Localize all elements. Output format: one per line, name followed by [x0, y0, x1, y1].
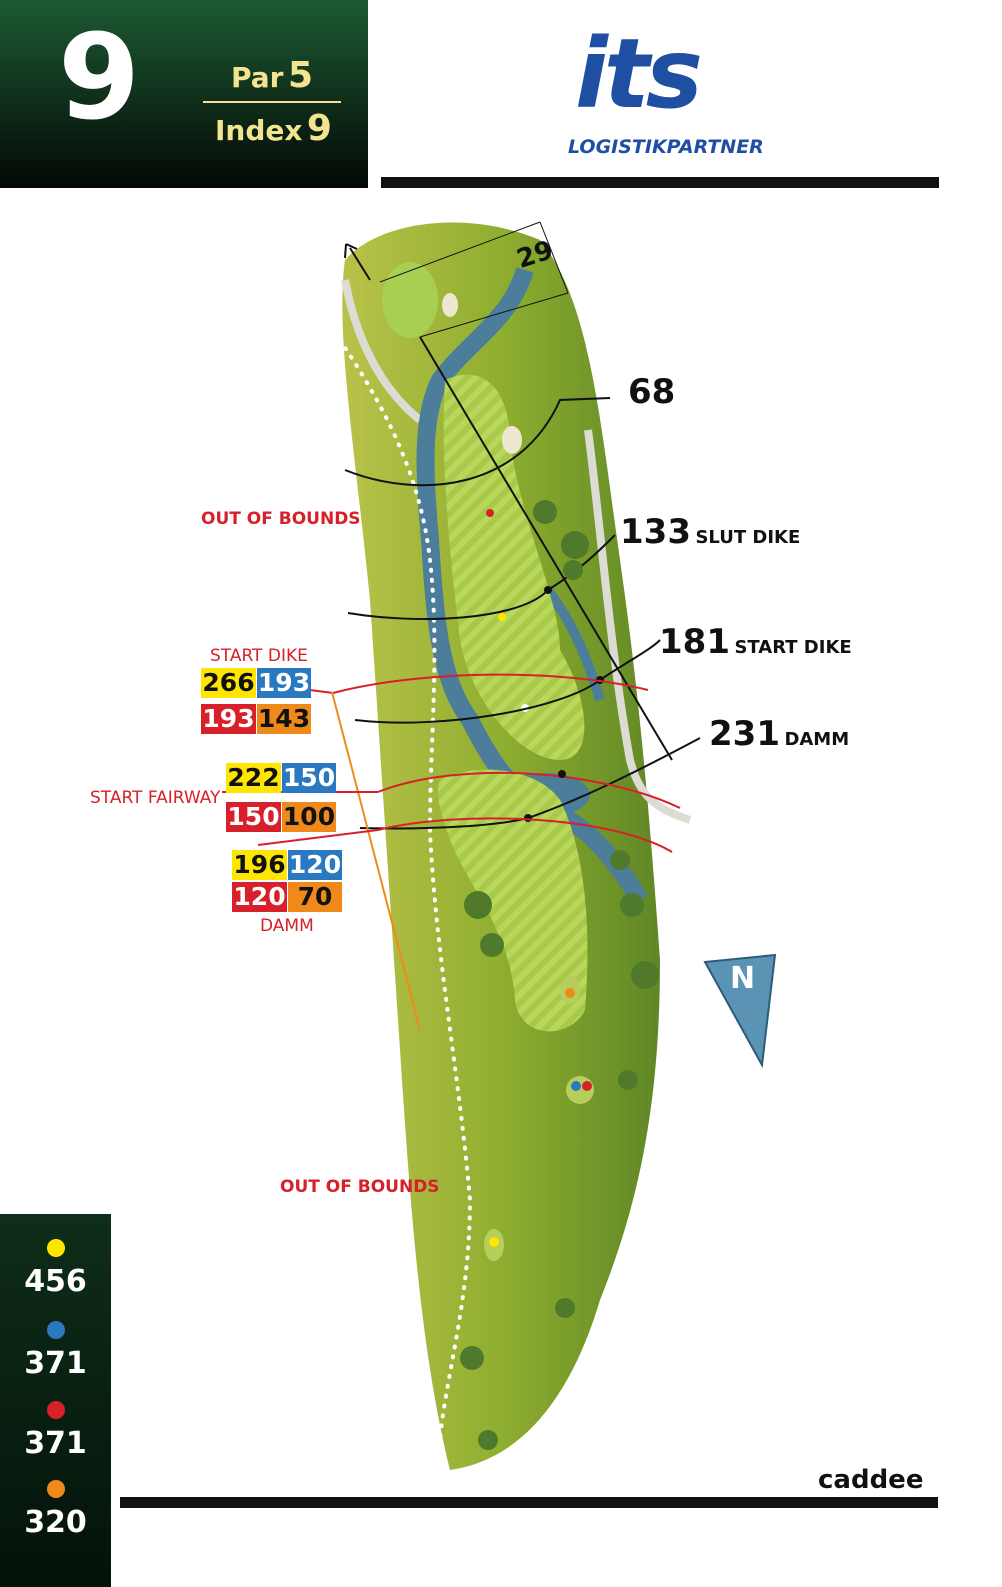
depth-line-b	[419, 292, 569, 338]
compass-arrow	[703, 953, 777, 1069]
hazard-label-damm: DAMM	[260, 916, 314, 936]
header-bar	[381, 177, 939, 188]
red-arc-start-dike	[332, 673, 649, 694]
direction-arrow	[349, 247, 371, 281]
trees	[460, 500, 659, 1450]
distance-133: 133 SLUT DIKE	[620, 512, 800, 552]
target-yellow	[498, 613, 506, 621]
fairway-lower	[438, 769, 588, 1032]
out-of-bounds-bottom: OUT OF BOUNDS	[280, 1177, 440, 1197]
header-divider	[203, 101, 341, 103]
index-row: Index 9	[215, 108, 332, 149]
tee-length-orange: 320	[24, 1505, 87, 1540]
sponsor-subtitle: LOGISTIKPARTNER	[568, 136, 764, 158]
red-arc-start-fairway	[377, 771, 681, 809]
arc-181	[354, 639, 661, 724]
depth-measure	[539, 221, 569, 294]
tee-marker-yellow	[489, 1237, 499, 1247]
tee-dot-orange	[47, 1480, 65, 1498]
distance-value: 181	[659, 622, 730, 662]
arc-68	[344, 397, 611, 487]
out-of-bounds-top: OUT OF BOUNDS	[201, 509, 361, 529]
chip-yellow: 266	[201, 668, 256, 698]
distance-68: 68	[628, 372, 675, 412]
chip-yellow: 196	[232, 850, 287, 880]
chip-blue: 150	[282, 763, 336, 793]
distance-value: 68	[628, 372, 676, 412]
sponsor-logo: its	[575, 18, 703, 130]
hazard-leader-1	[309, 689, 334, 694]
hazard-label-start-fairway: START FAIRWAY	[90, 788, 221, 808]
hazard-leader-2	[331, 691, 421, 1031]
par-row: Par 5	[231, 55, 313, 96]
chip-red: 193	[201, 704, 256, 734]
tee-lengths-panel: 456 371 371 320	[0, 1214, 111, 1587]
index-label: Index	[215, 114, 303, 147]
par-value: 5	[287, 55, 313, 96]
chip-orange: 70	[288, 882, 342, 912]
chip-blue: 193	[257, 668, 311, 698]
footer-bar	[120, 1497, 938, 1508]
distance-value: 133	[620, 512, 691, 552]
ob-line	[338, 338, 473, 1442]
chip-blue: 120	[288, 850, 342, 880]
tee-length-blue: 371	[24, 1346, 87, 1381]
compass-label: N	[730, 961, 756, 996]
tee-marker-blue	[571, 1081, 581, 1091]
hazard-leader-4	[257, 829, 379, 846]
hole-header	[0, 0, 368, 188]
chip-orange: 100	[282, 802, 336, 832]
point-start-fairway	[558, 770, 566, 778]
chip-orange: 143	[257, 704, 311, 734]
green	[382, 262, 438, 338]
fairway-upper	[443, 374, 585, 760]
chip-red: 120	[232, 882, 287, 912]
distance-231: 231 DAMM	[709, 714, 849, 754]
distance-181: 181 START DIKE	[659, 622, 852, 662]
center-line	[419, 336, 673, 761]
tee-length-red: 371	[24, 1426, 87, 1461]
bunker-fairway	[502, 426, 522, 454]
distance-label: START DIKE	[734, 637, 852, 658]
tee-length-yellow: 456	[24, 1264, 87, 1299]
cart-path	[341, 279, 423, 424]
tee-dot-blue	[47, 1321, 65, 1339]
brand-logo: caddee	[818, 1465, 924, 1495]
par-label: Par	[231, 61, 284, 94]
chip-red: 150	[226, 802, 281, 832]
distance-value: 231	[709, 714, 780, 754]
hole-number: 9	[58, 8, 141, 146]
point-133	[544, 586, 552, 594]
target-red	[486, 509, 494, 517]
arrow-head	[344, 243, 358, 259]
cart-path-right	[584, 429, 692, 824]
tee-marker-red	[582, 1081, 592, 1091]
distance-label: DAMM	[784, 729, 850, 750]
arc-133	[347, 534, 616, 621]
index-value: 9	[306, 108, 332, 149]
tee-dot-yellow	[47, 1239, 65, 1257]
depth-line-a	[379, 221, 541, 283]
tee-marker-orange	[565, 988, 575, 998]
red-arc-damm	[377, 817, 673, 853]
hazard-label-start-dike: START DIKE	[210, 646, 308, 666]
point-231	[524, 814, 532, 822]
bunker-green	[442, 293, 458, 317]
chip-yellow: 222	[226, 763, 281, 793]
distance-label: SLUT DIKE	[695, 527, 801, 548]
tee-dot-red	[47, 1401, 65, 1419]
